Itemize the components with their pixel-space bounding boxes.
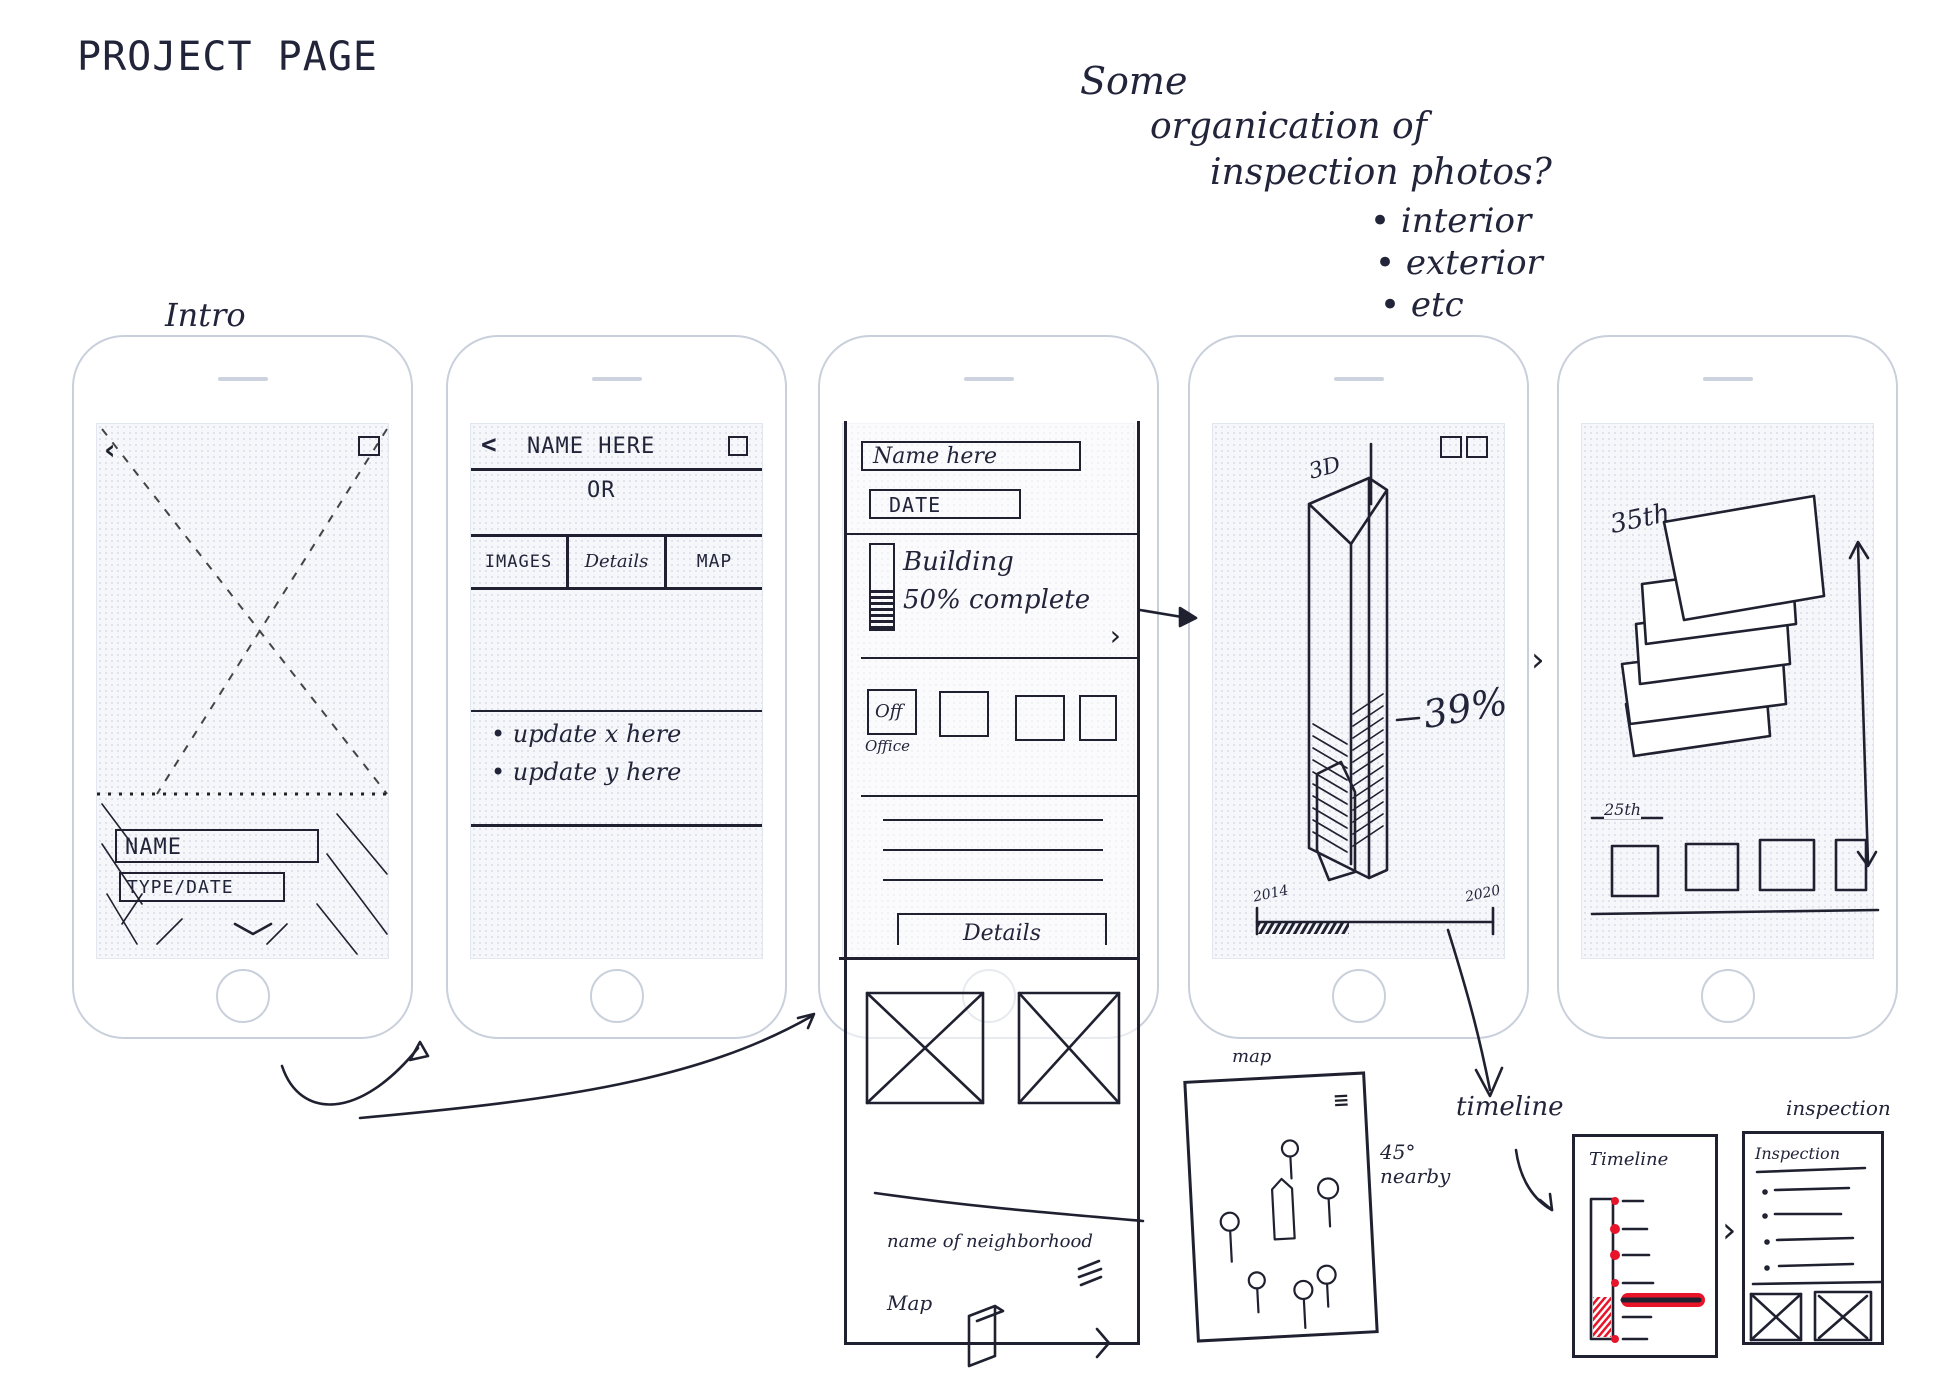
note-bullet: • exterior [1375, 243, 1543, 283]
neighborhood-name: name of neighborhood [887, 1231, 1093, 1252]
home-button[interactable] [1700, 969, 1755, 1023]
note-line: organication of [1150, 106, 1427, 147]
text-line [883, 879, 1103, 881]
phone-floors: 35th 25th [1557, 335, 1898, 1039]
speaker [217, 377, 268, 381]
divider [861, 657, 1137, 659]
page-title: PROJECT PAGE [77, 34, 378, 80]
angle-note: 45° nearby [1380, 1140, 1451, 1188]
timeline-sketch: Timeline [1572, 1134, 1718, 1358]
thumb-caption: Office [865, 737, 910, 755]
chevron-right-icon[interactable]: › [1109, 619, 1121, 652]
category-thumb[interactable] [1015, 695, 1065, 741]
building-label: Building [903, 547, 1014, 577]
speaker [963, 377, 1014, 381]
building-progress-icon [869, 543, 895, 631]
category-thumb[interactable] [1079, 695, 1117, 741]
screen-floors: 35th 25th [1581, 423, 1880, 959]
speaker [591, 377, 642, 381]
tab-map[interactable]: MAP [696, 551, 733, 572]
note-bullet-text: etc [1410, 285, 1464, 325]
view-toggle-icon[interactable] [1466, 436, 1488, 458]
share-icon[interactable] [358, 436, 380, 456]
back-icon[interactable]: ‹ [104, 433, 116, 466]
map-sketch: ≡ [1183, 1071, 1379, 1343]
chevron-right-icon[interactable]: › [1722, 1210, 1737, 1251]
phone-intro: ‹ NAME TYPE/DATE [72, 335, 413, 1039]
project-name: NAME HERE [527, 434, 656, 459]
note-bullet: • etc [1380, 285, 1464, 325]
update-item: • update y here [491, 758, 682, 786]
note-bullet-text: exterior [1405, 243, 1543, 283]
tab-details[interactable]: Details [569, 537, 667, 587]
text-line [883, 819, 1103, 821]
timeline-sketch-label: timeline [1456, 1092, 1564, 1122]
category-thumb[interactable] [939, 691, 989, 737]
hero-image-placeholder [97, 428, 393, 955]
type-date-field[interactable]: TYPE/DATE [119, 872, 285, 902]
view-toggle-icon[interactable] [1440, 436, 1462, 458]
update-text: update y here [512, 758, 682, 786]
building-progress-fill [871, 587, 893, 629]
home-button[interactable] [589, 969, 644, 1023]
home-button[interactable] [1331, 969, 1386, 1023]
or-label: OR [587, 478, 616, 503]
inspection-sketch: Inspection [1742, 1131, 1884, 1345]
divider [847, 533, 1137, 535]
update-item: • update x here [491, 720, 682, 748]
divider [471, 468, 762, 471]
note-line: Some [1080, 59, 1188, 103]
floor-stack[interactable] [1582, 424, 1880, 958]
map-label[interactable]: Map [887, 1291, 933, 1315]
speaker [1702, 377, 1753, 381]
phone-3d-model: 3D 39% 2014 2020 [1188, 335, 1529, 1039]
text-line [883, 849, 1103, 851]
inspection-content [1749, 1166, 1883, 1342]
screen-detail-scroll[interactable]: Name here DATE Building 50% complete › O… [839, 421, 1145, 1368]
timeline-entries [1589, 1197, 1705, 1343]
back-button[interactable]: < [481, 430, 498, 460]
timeline-title: Timeline [1589, 1149, 1669, 1170]
note-bullet: • interior [1370, 201, 1532, 241]
divider [471, 824, 762, 827]
thumb-label: Off [875, 701, 903, 722]
image-placeholders [865, 991, 1145, 1368]
screen-intro: ‹ NAME TYPE/DATE [96, 423, 393, 959]
details-button[interactable]: Details [897, 913, 1107, 946]
intro-label: Intro [165, 296, 246, 334]
divider [861, 795, 1137, 797]
annotation-note: Some organication of inspection photos? … [1080, 60, 1620, 330]
screen-overview: < NAME HERE OR IMAGES Details MAP • upda… [470, 423, 763, 959]
speaker [1333, 377, 1384, 381]
inspection-sketch-label: inspection [1786, 1096, 1891, 1120]
phone-overview: < NAME HERE OR IMAGES Details MAP • upda… [446, 335, 787, 1039]
inspection-title: Inspection [1755, 1144, 1840, 1163]
share-icon[interactable] [728, 436, 748, 456]
note-bullet-text: interior [1400, 201, 1532, 241]
date-field[interactable]: DATE [869, 489, 1021, 519]
note-line: inspection photos? [1210, 152, 1552, 193]
building-3d-model[interactable] [1213, 424, 1509, 958]
home-button[interactable] [215, 969, 270, 1023]
name-field[interactable]: NAME [115, 829, 319, 863]
tab-images[interactable]: IMAGES [471, 537, 569, 587]
map-sketch-label: map [1232, 1046, 1272, 1067]
tab-bar: IMAGES Details MAP [471, 534, 762, 590]
name-field[interactable]: Name here [861, 441, 1081, 471]
category-thumb[interactable]: Off [867, 689, 917, 735]
map-pins [1219, 1139, 1340, 1329]
chevron-down-icon[interactable] [233, 914, 263, 934]
divider [471, 710, 762, 712]
progress-text: 50% complete [903, 585, 1091, 615]
bottom-floor-label: 25th [1604, 800, 1642, 819]
screen-3d: 3D 39% 2014 2020 [1212, 423, 1511, 959]
divider [839, 957, 1137, 960]
update-text: update x here [512, 720, 682, 748]
chevron-right-icon[interactable]: › [1531, 640, 1545, 680]
